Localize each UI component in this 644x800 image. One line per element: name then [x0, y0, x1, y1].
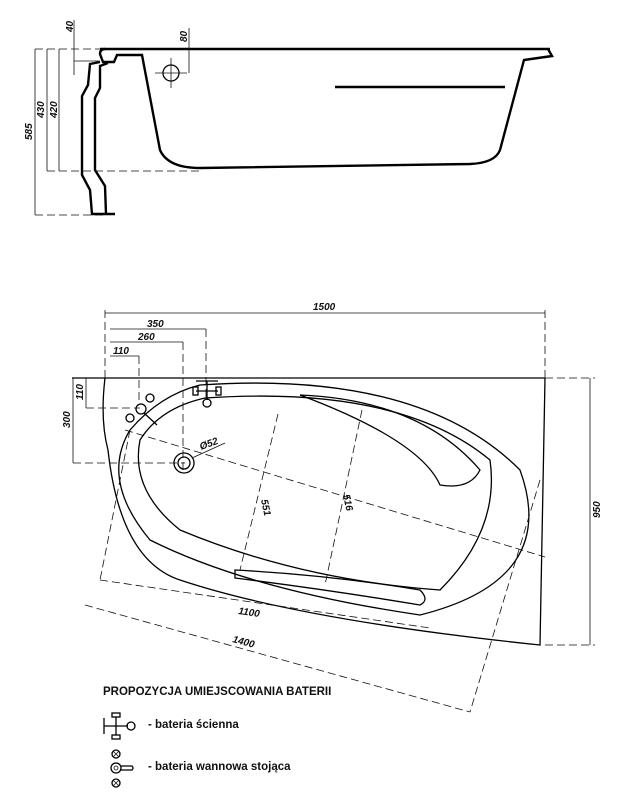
plan-view: 1500 350 260 110 110 300 Ø52 551 516 950… — [62, 302, 603, 713]
dim-110-x: 110 — [113, 346, 129, 357]
dim-110-y: 110 — [75, 384, 86, 400]
wall-faucet-mark — [192, 380, 222, 408]
dim-350: 350 — [147, 319, 164, 330]
dim-1500: 1500 — [313, 302, 336, 313]
wall-faucet-icon — [103, 712, 136, 740]
dim-300: 300 — [62, 411, 73, 428]
dim-1100: 1100 — [238, 606, 261, 620]
dim-516: 516 — [340, 493, 354, 512]
legend-title: PROPOZYCJA UMIEJSCOWANIA BATERII — [103, 686, 332, 698]
dim-585: 585 — [24, 123, 35, 140]
dim-950: 950 — [592, 501, 603, 518]
legend-wall-faucet-label: - bateria ścienna — [148, 719, 239, 731]
standing-faucet-icon — [110, 749, 134, 788]
dim-551: 551 — [258, 498, 272, 517]
dim-260: 260 — [137, 332, 155, 343]
dim-40: 40 — [65, 20, 76, 33]
legend-standing-faucet-label: - bateria wannowa stojąca — [148, 761, 291, 773]
dim-1400: 1400 — [231, 634, 256, 650]
dim-420: 420 — [49, 101, 60, 119]
dim-430: 430 — [36, 101, 47, 119]
dim-80: 80 — [179, 30, 190, 42]
side-view: 585 430 420 40 80 — [24, 20, 554, 216]
standing-faucet-mark — [125, 393, 158, 426]
